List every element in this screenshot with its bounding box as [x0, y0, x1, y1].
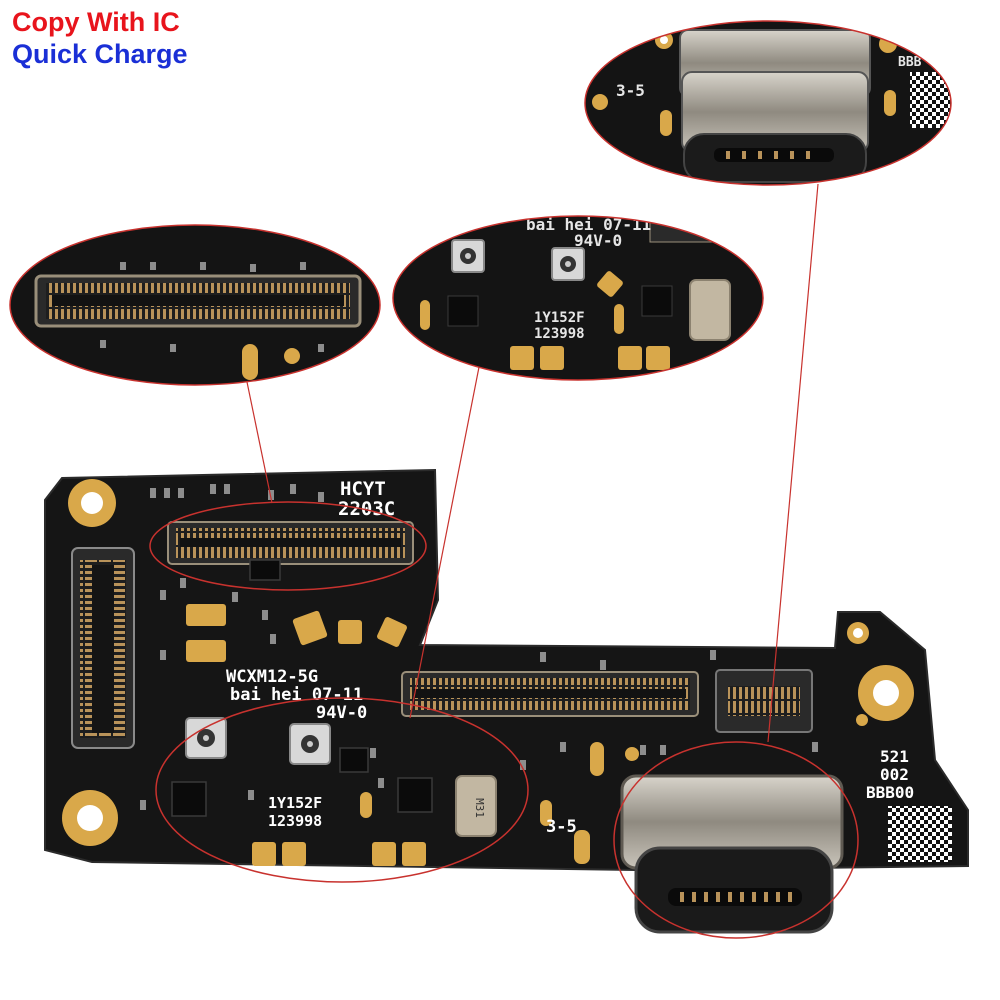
- marking-3-5: 3-5: [546, 817, 577, 837]
- marking-hcyt: HCYT: [340, 478, 386, 500]
- mounting-hole-bottom-left: [62, 790, 118, 846]
- zoom-marking-94v0: 94V-0: [574, 231, 622, 250]
- mounting-hole-right: [847, 622, 914, 721]
- crystal-component: M31: [455, 775, 497, 837]
- gold-pads: [186, 604, 868, 866]
- zoom-marking-bbb: BBB: [898, 55, 922, 70]
- callout-lines: [246, 183, 819, 743]
- marking-1y152f: 1Y152F: [268, 794, 322, 812]
- zoom-marking-123998: 123998: [534, 326, 585, 342]
- rf-socket-left: [185, 717, 227, 759]
- ic-chips: [171, 559, 433, 817]
- usb-c-port: [620, 774, 844, 934]
- caption-copy-with-ic: Copy With IC: [12, 7, 180, 37]
- zoom-marking-bai-hei: bai hei 07-11: [526, 215, 651, 234]
- zoom-top-connector: [9, 224, 381, 386]
- marking-94v0: 94V-0: [316, 703, 367, 723]
- marking-wcxm: WCXM12-5G: [226, 667, 318, 687]
- board-highlights: [149, 501, 859, 939]
- passive-components: [140, 484, 818, 810]
- rf-socket-right: [289, 723, 331, 765]
- middle-board-connector: [401, 671, 699, 717]
- zoom-rf-sockets: bai hei 07-11 94V-0 1Y152F 123998: [392, 215, 764, 381]
- marking-002: 002: [880, 765, 909, 784]
- zoom-marking-3-5: 3-5: [616, 81, 645, 100]
- marking-bbb00: BBB00: [866, 783, 914, 802]
- qr-code: [888, 806, 952, 862]
- vertical-board-connector: [71, 547, 135, 749]
- zoom-marking-1y152f: 1Y152F: [534, 310, 585, 326]
- marking-bai-hei: bai hei 07-11: [230, 685, 363, 705]
- svg-text:M31: M31: [473, 798, 486, 818]
- mounting-hole-top-left: [68, 479, 116, 527]
- zoom-usb-port: 3-5 BBB: [584, 20, 952, 186]
- caption-quick-charge: Quick Charge: [12, 39, 188, 69]
- main-board: M31: [44, 468, 969, 934]
- small-flex-connector: [715, 669, 813, 733]
- top-board-connector: [167, 521, 414, 565]
- marking-123998: 123998: [268, 812, 322, 830]
- marking-521: 521: [880, 747, 909, 766]
